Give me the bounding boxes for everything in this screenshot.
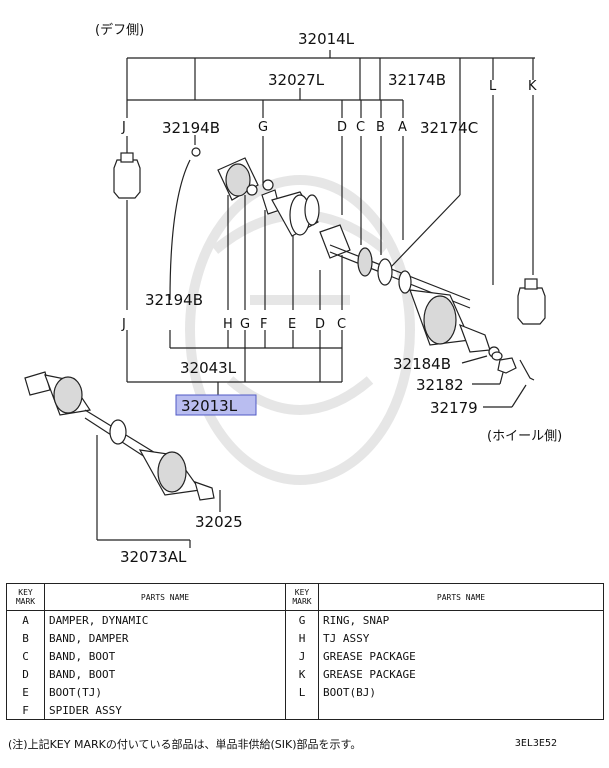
key-cell: H (285, 629, 319, 647)
key-cell (285, 701, 319, 720)
parts-name-header-2: PARTS NAME (318, 583, 604, 611)
label-32194b-top: 32194B (162, 119, 220, 137)
name-cell: GREASE PACKAGE (318, 665, 604, 683)
letter-top-k: K (528, 79, 537, 94)
diagram-code: 3EL3E52 (514, 738, 557, 749)
name-cell: SPIDER ASSY (44, 701, 286, 720)
table-row: A DAMPER, DYNAMIC G RING, SNAP (6, 610, 604, 629)
letter-mid-h: H (223, 317, 233, 332)
name-cell: BOOT(TJ) (44, 683, 286, 701)
name-cell: BAND, DAMPER (44, 629, 286, 647)
key-cell: L (285, 683, 319, 701)
letter-top-a: A (398, 120, 407, 135)
letter-top-g: G (258, 120, 268, 135)
table-header-row: KEY MARK PARTS NAME KEY MARK PARTS NAME (6, 583, 604, 611)
label-32013l: 32013L (181, 397, 238, 415)
upper-driveshaft-assembly (191, 147, 535, 381)
parts-diagram: (デフ側) 32014L 32027L 32174B 32174C 32194B… (24, 22, 562, 566)
letter-top-d: D (337, 120, 347, 135)
key-cell: E (6, 683, 45, 701)
name-cell: GREASE PACKAGE (318, 647, 604, 665)
table-row: E BOOT(TJ) L BOOT(BJ) (6, 683, 604, 701)
label-32179: 32179 (430, 399, 478, 417)
parts-name-header: PARTS NAME (44, 583, 286, 611)
letter-mid-g: G (240, 317, 250, 332)
table-row: F SPIDER ASSY (6, 701, 604, 720)
grease-package-k (517, 278, 546, 325)
key-cell: K (285, 665, 319, 683)
name-cell: BAND, BOOT (44, 665, 286, 683)
label-32043l: 32043L (180, 359, 237, 377)
letter-top-c: C (356, 120, 365, 135)
label-32194b-mid: 32194B (145, 291, 203, 309)
letter-mid-f: F (260, 317, 267, 332)
name-cell (318, 701, 604, 720)
table-row: D BAND, BOOT K GREASE PACKAGE (6, 665, 604, 683)
name-cell: RING, SNAP (318, 610, 604, 629)
name-cell: BAND, BOOT (44, 647, 286, 665)
label-32174c: 32174C (420, 119, 478, 137)
key-cell: G (285, 610, 319, 629)
letter-mid-e: E (288, 317, 296, 332)
key-cell: F (6, 701, 45, 720)
table-row: B BAND, DAMPER H TJ ASSY (6, 629, 604, 647)
letter-mid-j: J (121, 317, 126, 332)
key-cell: A (6, 610, 45, 629)
letter-top-b: B (376, 120, 385, 135)
label-32027l: 32027L (268, 71, 325, 89)
letter-mid-c: C (337, 317, 346, 332)
label-32184b: 32184B (393, 355, 451, 373)
name-cell: TJ ASSY (318, 629, 604, 647)
key-cell: B (6, 629, 45, 647)
diagram-labels: (デフ側) 32014L 32027L 32174B 32174C 32194B… (95, 22, 562, 566)
name-cell: DAMPER, DYNAMIC (44, 610, 286, 629)
label-32182: 32182 (416, 376, 464, 394)
diff-side-label: (デフ側) (95, 22, 144, 38)
letter-top-j: J (121, 120, 126, 135)
label-32073al: 32073AL (120, 548, 187, 566)
highlight-box (175, 394, 257, 416)
label-32025: 32025 (195, 513, 243, 531)
label-32174b: 32174B (388, 71, 446, 89)
label-32014l: 32014L (298, 30, 355, 48)
key-cell: J (285, 647, 319, 665)
key-mark-header: KEY MARK (6, 583, 45, 611)
letter-top-l: L (489, 79, 497, 94)
leader-lines (96, 50, 535, 548)
letter-mid-d: D (315, 317, 325, 332)
key-cell: C (6, 647, 45, 665)
key-mark-header-2: KEY MARK (285, 583, 319, 611)
footnote: (注)上記KEY MARKの付いている部品は、単品非供給(SIK)部品を示す。 (8, 738, 362, 751)
parts-key-table: KEY MARK PARTS NAME KEY MARK PARTS NAME … (6, 583, 604, 720)
grease-package-j (113, 152, 141, 199)
table-row: C BAND, BOOT J GREASE PACKAGE (6, 647, 604, 665)
key-cell: D (6, 665, 45, 683)
name-cell: BOOT(BJ) (318, 683, 604, 701)
wheel-side-label: (ホイール側) (487, 429, 562, 444)
lower-driveshaft-assembly (24, 371, 215, 501)
